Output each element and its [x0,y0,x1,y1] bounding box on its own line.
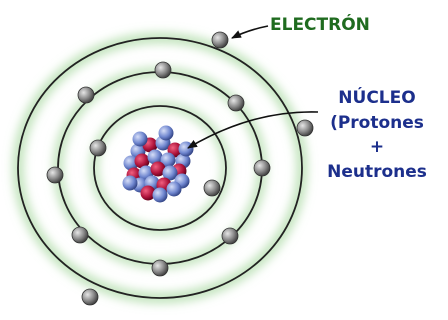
electron [253,159,271,177]
neutron [178,141,194,157]
electron [71,226,89,244]
electron [227,94,245,112]
neutron [162,165,178,181]
nucleus-cluster [122,125,194,203]
electron [89,139,107,157]
proton [134,153,150,169]
electron [154,61,172,79]
neutron [122,175,138,191]
proton [150,161,166,177]
electron [46,166,64,184]
nucleus-title-label: NÚCLEO [338,86,415,108]
electron [221,227,239,245]
electrons-group [46,31,314,306]
orbit-inner [93,105,227,231]
electron [211,31,229,49]
orbit-outer [17,37,303,299]
electron [296,119,314,137]
nucleus-protons-label: (Protones [330,113,424,133]
neutron [160,152,176,168]
electron [203,179,221,197]
proton [140,185,156,201]
neutron [158,125,174,141]
neutron [147,149,163,165]
nucleus-neutrons-label: Neutrones [327,162,427,182]
nucleus-plus-label: + [370,137,384,157]
neutron [166,181,182,197]
electron-label: ELECTRÓN [270,13,370,35]
neutron [132,131,148,147]
neutron [152,187,168,203]
electron [81,288,99,306]
nucleus-arrow [187,111,319,149]
electron [151,259,169,277]
electron [77,86,95,104]
electron-arrow [231,25,269,39]
